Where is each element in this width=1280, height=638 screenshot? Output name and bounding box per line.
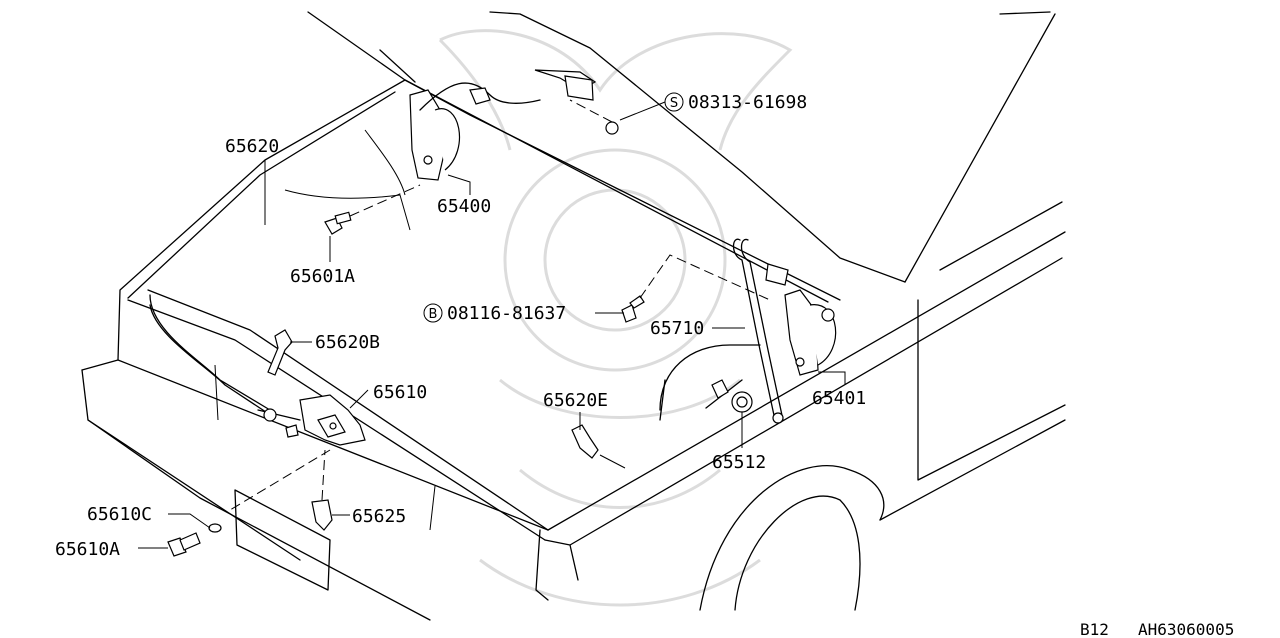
label-65512: 65512 [712,452,766,473]
label-08313-61698: 08313-61698 [688,92,807,113]
footer-model: B12 [1080,620,1109,638]
bolt-08116 [621,254,771,323]
label-65601A: 65601A [290,266,355,287]
label-08116-81637: 08116-81637 [447,303,566,324]
label-65610A: 65610A [55,539,120,560]
leader-lines [138,101,846,549]
s-prefix: S [670,96,678,111]
label-65620B: 65620B [315,332,380,353]
hood-stay-rod [732,238,784,424]
grommet-65512 [711,379,753,413]
label-65610C: 65610C [87,504,152,525]
s-circle-icon [664,92,684,112]
hood-hinge-left [379,49,597,181]
label-65400: 65400 [437,196,491,217]
label-65620E: 65620E [543,390,608,411]
label-65401: 65401 [812,388,866,409]
washer-65610C [208,523,222,533]
watermark-emblem [438,29,793,607]
hood-hinge-right [765,263,837,376]
clip-65620B [267,329,293,376]
label-65610: 65610 [373,382,427,403]
bolt-65601A [324,184,421,235]
bolt-65610A [167,532,201,557]
b-circle-icon [423,303,443,323]
car-body-outline [81,11,1066,621]
clip-65620E [571,424,626,469]
label-65625: 65625 [352,506,406,527]
part-labels: 65620 65400 65601A S 08313-61698 B 08116… [55,92,866,560]
footer-code: AH63060005 [1138,620,1234,638]
b-prefix: B [429,307,438,322]
hood-latch [257,394,366,446]
striker-65625 [229,449,333,531]
label-65710: 65710 [650,318,704,339]
label-65620: 65620 [225,136,279,157]
screw-08313 [569,99,619,135]
